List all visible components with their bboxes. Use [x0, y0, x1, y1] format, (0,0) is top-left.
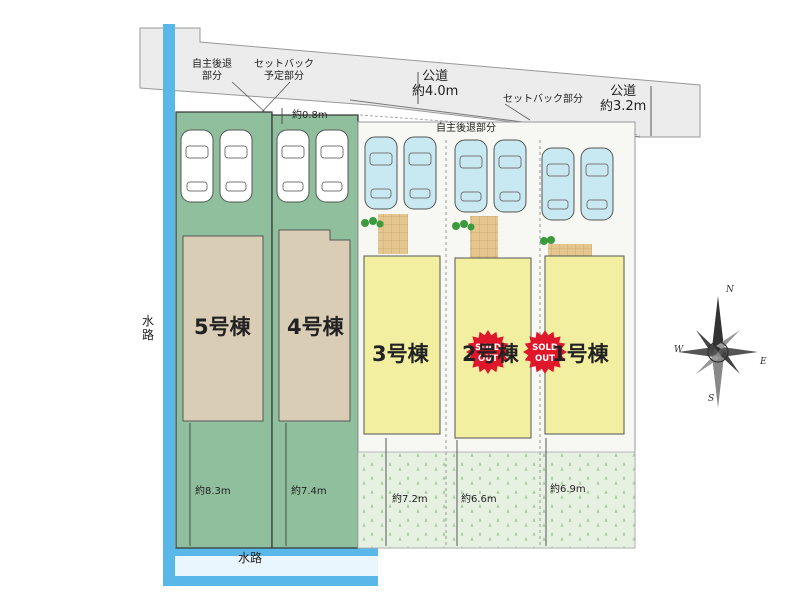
sold-badge-line1: SOLD: [475, 343, 501, 353]
parked-car-icon: [180, 129, 214, 203]
voluntary-setback-mid-label: 自主後退部分: [436, 123, 496, 134]
compass-east: E: [760, 357, 767, 367]
parked-car-icon: [219, 129, 253, 203]
lawn-area: [357, 451, 636, 549]
lot-4-name: 4号棟: [287, 315, 344, 339]
lot-1-name: 1号棟: [552, 342, 609, 366]
lot-2-depth: 約6.6m: [461, 494, 497, 505]
house-5: [182, 235, 264, 422]
setback-width-label: 約0.8m: [292, 110, 328, 121]
lot-5-name: 5号棟: [194, 315, 251, 339]
parked-car-icon: [580, 147, 614, 221]
lot-2-name: 2号棟: [462, 342, 519, 366]
sold-out-badge-lot-1: SOLD OUT: [523, 330, 567, 374]
parked-car-icon: [276, 129, 310, 203]
public-road-right-label: 公道 約3.2m: [600, 84, 647, 114]
lot-4-depth: 約7.4m: [291, 486, 327, 497]
lot-3-name: 3号棟: [372, 342, 429, 366]
tile-2: [470, 216, 498, 260]
parked-car-icon: [541, 147, 575, 221]
house-3: [363, 255, 441, 435]
lot-3-depth: 約7.2m: [392, 494, 428, 505]
public-road: [139, 27, 701, 138]
setback-planned-label: セットバック 予定部分: [254, 59, 314, 82]
shrub-icon-group: [361, 217, 555, 245]
waterway-bottom-label: 水路: [238, 551, 263, 565]
voluntary-setback-top-label: 自主後退 部分: [192, 59, 232, 82]
parked-car-icon: [403, 136, 437, 210]
house-4: [278, 229, 351, 422]
sold-badge-line2: OUT: [535, 354, 555, 364]
public-road-main-label: 公道 約4.0m: [412, 69, 459, 99]
compass-south: S: [708, 394, 715, 404]
sold-out-badge-lot-2: SOLD OUT: [466, 330, 510, 374]
compass-north: N: [726, 285, 734, 295]
setback-portion-label: セットバック部分: [503, 94, 583, 105]
parked-car-icon: [315, 129, 349, 203]
tile-3: [378, 214, 408, 254]
dimension-lines: [189, 72, 652, 546]
parked-car-icon: [493, 139, 527, 213]
sold-badge-line2: OUT: [478, 354, 498, 364]
parked-car-icon: [454, 139, 488, 213]
sold-badge-line1: SOLD: [532, 343, 558, 353]
leader-lines: [231, 81, 531, 121]
lot-5-depth: 約8.3m: [195, 486, 231, 497]
waterway-left-label: 水 路: [142, 314, 155, 342]
waterway-bottom-inner: [175, 556, 378, 576]
compass-west: W: [674, 345, 684, 355]
waterway-left: [163, 24, 175, 586]
parked-car-icon: [364, 136, 398, 210]
lot-1-depth: 約6.9m: [550, 484, 586, 495]
parking-cars: [180, 129, 614, 221]
compass-rose-icon: [678, 296, 758, 408]
